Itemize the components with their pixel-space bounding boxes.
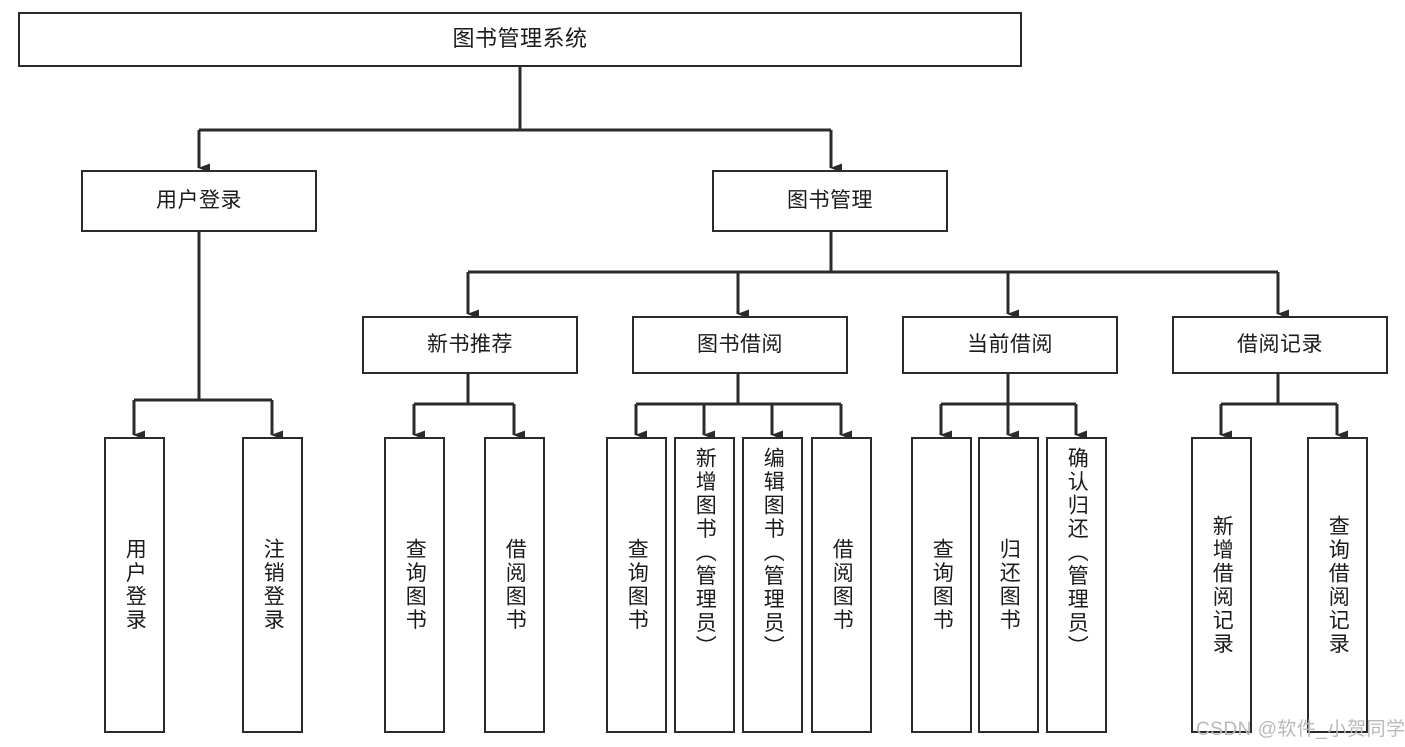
node-book-manage[interactable]: 图书管理 bbox=[712, 170, 948, 232]
node-user-login[interactable]: 用户登录 bbox=[81, 170, 317, 232]
node-leaf-add-record[interactable]: 新增借阅记录 bbox=[1191, 437, 1252, 733]
node-leaf-edit-book[interactable]: 编辑图书（管理员） bbox=[742, 437, 803, 733]
node-new-book-recommend-label: 新书推荐 bbox=[427, 332, 513, 356]
node-leaf-add-book-label: 新增图书（管理员） bbox=[693, 447, 717, 659]
node-leaf-query-book-1-label: 查询图书 bbox=[403, 538, 427, 632]
node-leaf-query-book-1[interactable]: 查询图书 bbox=[384, 437, 445, 733]
node-borrow-record-label: 借阅记录 bbox=[1237, 332, 1323, 356]
node-new-book-recommend[interactable]: 新书推荐 bbox=[362, 316, 578, 374]
node-leaf-return-book[interactable]: 归还图书 bbox=[978, 437, 1039, 733]
node-book-borrow[interactable]: 图书借阅 bbox=[632, 316, 848, 374]
node-root-label: 图书管理系统 bbox=[452, 26, 588, 52]
node-leaf-add-record-label: 新增借阅记录 bbox=[1210, 514, 1234, 656]
node-borrow-record[interactable]: 借阅记录 bbox=[1172, 316, 1388, 374]
node-leaf-query-book-2[interactable]: 查询图书 bbox=[606, 437, 667, 733]
node-leaf-confirm-return[interactable]: 确认归还（管理员） bbox=[1046, 437, 1107, 733]
node-leaf-add-book[interactable]: 新增图书（管理员） bbox=[674, 437, 735, 733]
node-leaf-return-book-label: 归还图书 bbox=[997, 538, 1021, 632]
node-leaf-logout-label: 注销登录 bbox=[261, 538, 285, 632]
watermark-text: CSDN @软件_小贺同学 bbox=[1196, 719, 1405, 740]
node-leaf-borrow-book-2[interactable]: 借阅图书 bbox=[811, 437, 872, 733]
node-book-borrow-label: 图书借阅 bbox=[697, 332, 783, 356]
node-user-login-label: 用户登录 bbox=[156, 188, 242, 212]
node-current-borrow[interactable]: 当前借阅 bbox=[902, 316, 1118, 374]
node-leaf-user-login-label: 用户登录 bbox=[123, 538, 147, 632]
node-leaf-logout[interactable]: 注销登录 bbox=[242, 437, 303, 733]
node-leaf-borrow-book-2-label: 借阅图书 bbox=[830, 538, 854, 632]
node-current-borrow-label: 当前借阅 bbox=[967, 332, 1053, 356]
node-leaf-user-login[interactable]: 用户登录 bbox=[104, 437, 165, 733]
node-leaf-query-book-3-label: 查询图书 bbox=[930, 538, 954, 632]
node-leaf-query-book-3[interactable]: 查询图书 bbox=[911, 437, 972, 733]
node-leaf-query-record[interactable]: 查询借阅记录 bbox=[1307, 437, 1368, 733]
node-leaf-confirm-return-label: 确认归还（管理员） bbox=[1065, 447, 1089, 659]
node-leaf-query-record-label: 查询借阅记录 bbox=[1326, 514, 1350, 656]
node-leaf-query-book-2-label: 查询图书 bbox=[625, 538, 649, 632]
node-leaf-borrow-book-1-label: 借阅图书 bbox=[503, 538, 527, 632]
node-leaf-borrow-book-1[interactable]: 借阅图书 bbox=[484, 437, 545, 733]
node-leaf-edit-book-label: 编辑图书（管理员） bbox=[761, 447, 785, 659]
node-book-manage-label: 图书管理 bbox=[787, 188, 873, 212]
node-root[interactable]: 图书管理系统 bbox=[18, 12, 1022, 67]
